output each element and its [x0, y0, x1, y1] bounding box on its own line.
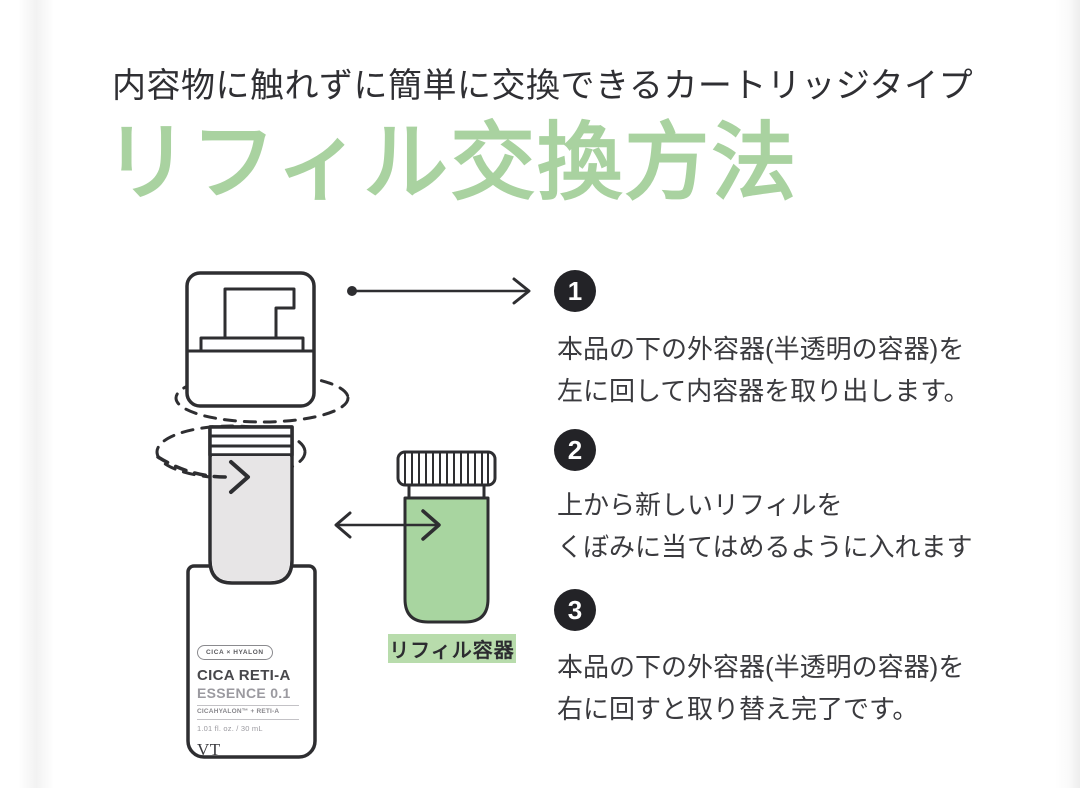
rotation-arrow-dashes — [156, 455, 228, 479]
product-volume: 1.01 fl. oz. / 30 mL — [197, 724, 263, 733]
step-3-line-1: 本品の下の外容器(半透明の容器)を — [557, 652, 965, 682]
product-name: CICA RETI-A — [197, 667, 291, 684]
step-1-badge: 1 — [554, 270, 596, 312]
product-ingredients: CICAHYALON™ + RETI-A — [197, 708, 280, 715]
step-2-badge: 2 — [554, 429, 596, 471]
product-label: CICA × HYALON CICA RETI-A ESSENCE 0.1 CI… — [197, 641, 309, 760]
step-2-line-1: 上から新しいリフィルを — [557, 490, 843, 520]
refill-container-label: リフィル容器 — [388, 634, 516, 663]
refill-neck — [407, 483, 486, 500]
swap-arrow — [334, 509, 441, 541]
refill-bottle-illustration — [396, 450, 497, 624]
step-1-line-2: 左に回して内容器を取り出します。 — [557, 376, 970, 406]
step-1-line-1: 本品の下の外容器(半透明の容器)を — [557, 334, 965, 364]
rotation-arrowhead — [229, 460, 250, 494]
outer-container-illustration — [186, 564, 317, 759]
callout-arrowhead — [512, 277, 531, 305]
step-3-text: 本品の下の外容器(半透明の容器)を 右に回すと取り替え完了です。 — [557, 646, 964, 730]
inner-bottle-illustration — [208, 425, 294, 585]
pump-plate — [199, 336, 305, 353]
step-3: 3 — [554, 589, 596, 631]
step-2: 2 — [554, 429, 596, 471]
brand-logo: VT — [197, 740, 221, 759]
label-divider — [197, 705, 299, 706]
subtitle: 内容物に触れずに簡単に交換できるカートリッジタイプ — [112, 67, 974, 105]
product-essence: ESSENCE 0.1 — [197, 685, 291, 701]
refill-body — [403, 496, 490, 624]
page-title: リフィル交換方法 — [104, 116, 799, 211]
step-1-text: 本品の下の外容器(半透明の容器)を 左に回して内容器を取り出します。 — [557, 328, 970, 412]
step-3-badge: 3 — [554, 589, 596, 631]
step-1: 1 — [554, 270, 596, 312]
step-2-line-2: くぼみに当てはめるように入れます — [557, 532, 973, 562]
step-3-line-2: 右に回すと取り替え完了です。 — [557, 694, 919, 724]
label-divider — [197, 719, 299, 720]
step-2-text: 上から新しいリフィルを くぼみに当てはめるように入れます — [557, 484, 972, 568]
product-label-badge: CICA × HYALON — [197, 645, 273, 660]
